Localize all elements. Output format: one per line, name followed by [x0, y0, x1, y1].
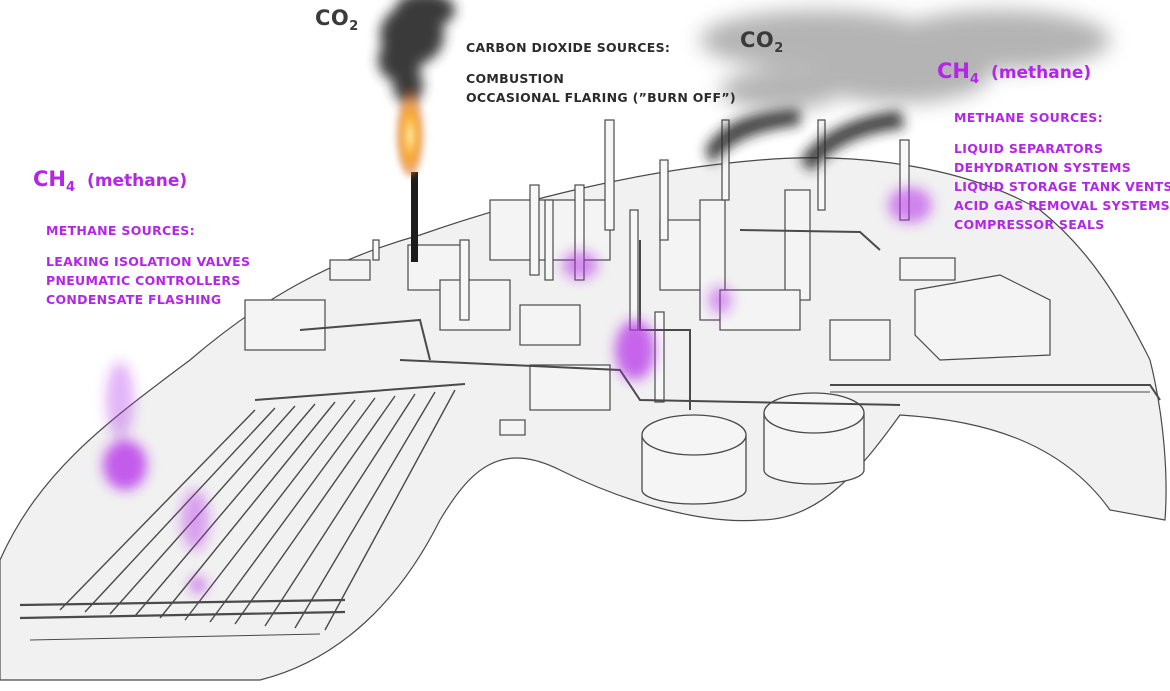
- co2-sources-heading: CARBON DIOXIDE SOURCES:: [466, 40, 671, 55]
- stack-smoke-plume-2: [800, 110, 905, 172]
- ch4-sub: 4: [66, 180, 76, 196]
- flare-stack: [411, 172, 418, 262]
- methane-source-item: PNEUMATIC CONTROLLERS: [46, 273, 241, 288]
- storage-tanks: [641, 392, 865, 505]
- methane-name: (methane): [991, 63, 1092, 83]
- methane-name: (methane): [87, 171, 188, 191]
- methane-source-item: CONDENSATE FLASHING: [46, 292, 222, 307]
- co2-sources-list: COMBUSTION OCCASIONAL FLARING (”BURN OFF…: [466, 69, 736, 107]
- co2-sub: 2: [774, 41, 784, 57]
- methane-source-item: LIQUID SEPARATORS: [954, 141, 1104, 156]
- methane-source-item: ACID GAS REMOVAL SYSTEMS: [954, 198, 1170, 213]
- methane-source-item: LEAKING ISOLATION VALVES: [46, 254, 251, 269]
- methane-source-item: DEHYDRATION SYSTEMS: [954, 160, 1132, 175]
- ch4-sub: 4: [970, 72, 980, 88]
- flare-flame: [394, 73, 426, 177]
- methane-leak-markers: [103, 187, 932, 593]
- upper-haze: [700, 10, 1110, 110]
- ch4-main: CH: [937, 59, 970, 83]
- methane-sources-heading-left: METHANE SOURCES:: [46, 223, 195, 238]
- co2-main: CO: [315, 6, 350, 30]
- ch4-main: CH: [33, 167, 66, 191]
- methane-source-item: LIQUID STORAGE TANK VENTS: [954, 179, 1170, 194]
- perimeter-pipe: [830, 384, 1161, 401]
- co2-sub: 2: [349, 19, 359, 35]
- methane-sources-list-left: LEAKING ISOLATION VALVES PNEUMATIC CONTR…: [46, 252, 250, 309]
- methane-source-item: COMPRESSOR SEALS: [954, 217, 1105, 232]
- methane-title-right: CH4 (methane): [937, 59, 1091, 87]
- methane-title-left: CH4 (methane): [33, 167, 187, 195]
- methane-sources-heading-right: METHANE SOURCES:: [954, 110, 1103, 125]
- co2-label-flare: CO2: [315, 6, 359, 34]
- co2-main: CO: [740, 28, 775, 52]
- co2-source-item: OCCASIONAL FLARING (”BURN OFF”): [466, 90, 736, 105]
- stack-smoke-plume-1: [705, 108, 800, 165]
- site-ground: [0, 157, 1167, 681]
- distillation-columns: [372, 119, 910, 403]
- methane-sources-list-right: LIQUID SEPARATORS DEHYDRATION SYSTEMS LI…: [954, 139, 1170, 234]
- pipe-runs: [299, 229, 901, 410]
- co2-source-item: COMBUSTION: [466, 71, 565, 86]
- pipe-rack-field: [19, 383, 466, 641]
- co2-label-stacks: CO2: [740, 28, 784, 56]
